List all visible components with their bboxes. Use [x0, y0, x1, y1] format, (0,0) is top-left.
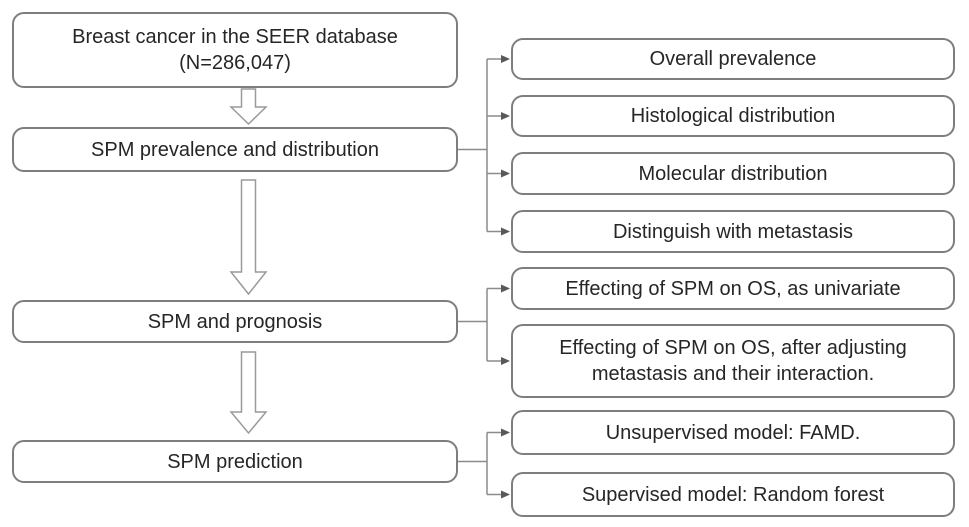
node-label: Histological distribution	[630, 105, 836, 127]
node-molecular-distribution: Molecular distribution	[511, 152, 955, 195]
node-label: Effecting of SPM on OS, after adjusting …	[559, 337, 907, 385]
prevalence-bracket-line	[458, 58, 502, 233]
node-label: Supervised model: Random forest	[581, 483, 885, 506]
node-spm-prevalence-distribution: SPM prevalence and distribution	[12, 127, 458, 172]
node-breast-cancer-seer: Breast cancer in the SEER database (N=28…	[12, 12, 458, 88]
node-label: Unsupervised model: FAMD.	[605, 421, 861, 444]
node-effect-univariate: Effecting of SPM on OS, as univariate	[511, 267, 955, 310]
node-unsupervised-famd: Unsupervised model: FAMD.	[511, 410, 955, 455]
node-overall-prevalence: Overall prevalence	[511, 38, 955, 80]
node-distinguish-metastasis: Distinguish with metastasis	[511, 210, 955, 253]
arrowhead-icon	[501, 428, 510, 437]
arrowhead-icon	[501, 490, 510, 499]
arrowhead-icon	[501, 112, 510, 120]
arrowhead-icon	[501, 357, 510, 365]
prognosis-bracket-line	[458, 287, 502, 362]
down-arrow-icon	[229, 88, 268, 126]
node-spm-prediction: SPM prediction	[12, 440, 458, 483]
arrowhead-icon	[501, 55, 510, 63]
arrowhead-icon	[501, 227, 510, 236]
arrowhead-icon	[501, 169, 510, 178]
node-label: Distinguish with metastasis	[612, 220, 854, 243]
node-label: Breast cancer in the SEER database (N=28…	[72, 26, 398, 74]
node-label: SPM prediction	[167, 450, 303, 473]
node-label: Overall prevalence	[649, 48, 817, 70]
node-label: Molecular distribution	[638, 162, 828, 185]
node-label: Effecting of SPM on OS, as univariate	[565, 277, 901, 300]
node-spm-prognosis: SPM and prognosis	[12, 300, 458, 343]
node-supervised-random-forest: Supervised model: Random forest	[511, 472, 955, 517]
arrowhead-icon	[501, 284, 510, 293]
node-effect-adjusted: Effecting of SPM on OS, after adjusting …	[511, 324, 955, 398]
down-arrow-icon	[229, 351, 268, 435]
prediction-bracket-line	[458, 431, 502, 496]
node-label: SPM and prognosis	[147, 310, 323, 333]
node-label: SPM prevalence and distribution	[91, 138, 379, 161]
node-histological-distribution: Histological distribution	[511, 95, 955, 137]
down-arrow-icon	[229, 179, 268, 296]
